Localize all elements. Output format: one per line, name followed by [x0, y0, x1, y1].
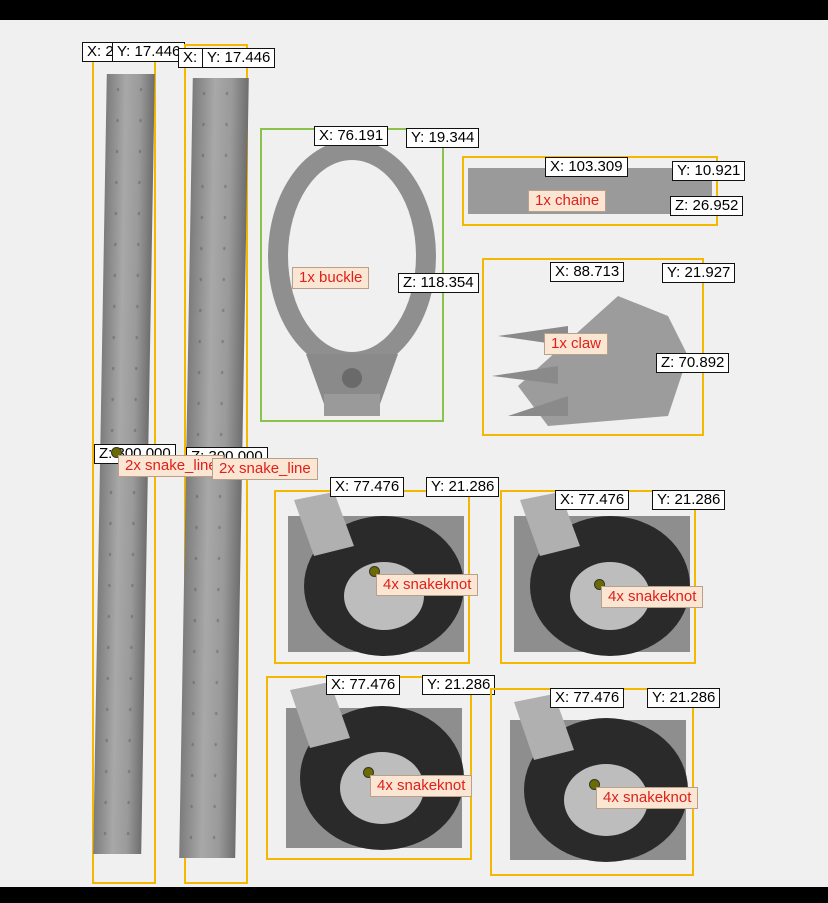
- quantity-label: 4x snakeknot: [376, 574, 479, 596]
- quantity-label: 1x chaine: [528, 190, 607, 212]
- dimension-y-label: Y: 17.446: [202, 48, 276, 68]
- quantity-label: 2x snake_line: [118, 455, 224, 477]
- dimension-z-label: Z: 26.952: [670, 196, 744, 216]
- origin-marker-icon: [594, 579, 605, 590]
- quantity-label: 4x snakeknot: [370, 775, 473, 797]
- dimension-x-label: X: 88.713: [550, 262, 625, 282]
- dimension-y-label: Y: 10.921: [672, 161, 746, 181]
- part-buckle[interactable]: [254, 124, 450, 430]
- quantity-label: 4x snakeknot: [596, 787, 699, 809]
- origin-marker-icon: [363, 767, 374, 778]
- buckle-model: [268, 140, 436, 416]
- part-bounding-box: [482, 258, 704, 436]
- dimension-y-label: Y: 21.286: [422, 675, 496, 695]
- dimension-x-label: X: 77.476: [550, 688, 625, 708]
- dimension-x-label: X: 77.476: [326, 675, 401, 695]
- dimension-z-label: Z: 70.892: [656, 353, 730, 373]
- dimension-y-label: Y: 21.286: [647, 688, 721, 708]
- origin-marker-icon: [111, 447, 122, 458]
- origin-marker-icon: [369, 566, 380, 577]
- origin-marker-icon: [589, 779, 600, 790]
- build-plate-viewport[interactable]: X: 2 Y: 17.446 X: 2 Y: 17.446 Z: 300.000…: [0, 20, 828, 887]
- quantity-label: 4x snakeknot: [601, 586, 704, 608]
- dimension-x-label: X: 77.476: [555, 490, 630, 510]
- dimension-y-label: Y: 17.446: [112, 42, 186, 62]
- dimension-x-label: X: 2: [82, 42, 119, 62]
- dimension-y-label: Y: 21.927: [662, 263, 736, 283]
- dimension-y-label: Y: 21.286: [426, 477, 500, 497]
- quantity-label: 1x claw: [544, 333, 609, 355]
- dimension-y-label: Y: 21.286: [652, 490, 726, 510]
- part-snakeknot-2[interactable]: [500, 486, 700, 666]
- dimension-z-label: Z: 118.354: [398, 273, 479, 293]
- quantity-label: 1x buckle: [292, 267, 370, 289]
- quantity-label: 2x snake_line: [212, 458, 318, 480]
- dimension-x-label: X: 103.309: [545, 157, 628, 177]
- dimension-x-label: X: 77.476: [330, 477, 405, 497]
- dimension-y-label: Y: 19.344: [406, 128, 480, 148]
- snakeknot-model: [514, 492, 690, 656]
- dimension-x-label: X: 76.191: [314, 126, 389, 146]
